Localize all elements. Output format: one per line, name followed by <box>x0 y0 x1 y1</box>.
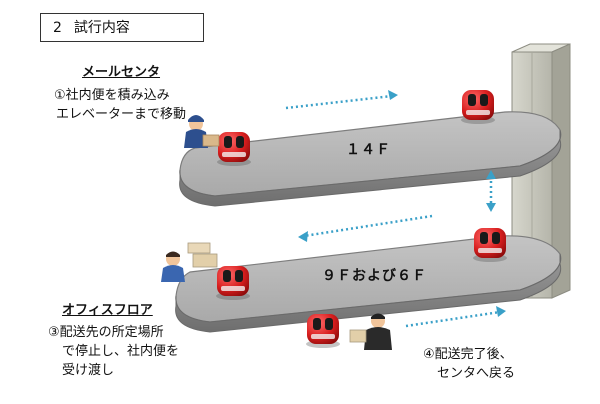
robot-mailcenter <box>217 132 251 166</box>
step3-line1: ③配送先の所定場所 <box>48 325 164 340</box>
robot-office-stop <box>216 266 250 300</box>
robot-at-elevator-14f <box>461 90 495 124</box>
robot-at-elevator-lower <box>473 228 507 262</box>
section-title-box: 2 試行内容 <box>40 13 204 42</box>
office-worker-icon <box>161 242 218 282</box>
section-number: 2 <box>53 20 62 36</box>
arrow-to-elevator <box>285 90 398 110</box>
upper-floor-track <box>179 111 562 207</box>
office-floor-heading: オフィスフロア <box>62 303 153 318</box>
step4-line2: センタへ戻る <box>437 366 516 381</box>
arrow-return-to-center <box>405 306 506 328</box>
mail-center-heading: メールセンタ <box>82 65 161 80</box>
floor-label-14f: １４Ｆ <box>346 142 391 158</box>
step4-line1: ④配送完了後、 <box>423 347 513 362</box>
step3-line3: 受け渡し <box>62 363 115 378</box>
office-recipient-icon <box>349 313 392 350</box>
floor-label-9f-6f: ９Ｆおよび６Ｆ <box>322 268 427 284</box>
section-title: 試行内容 <box>73 20 130 36</box>
lower-floor-track <box>175 235 562 333</box>
step3-line2: で停止し、社内便を <box>62 344 180 359</box>
arrow-from-elevator <box>298 214 433 242</box>
robot-returning <box>306 314 340 348</box>
step1-line2: エレベーターまで移動 <box>56 107 187 122</box>
step1-line1: ①社内便を積み込み <box>54 88 170 103</box>
mailcenter-worker-icon <box>184 115 220 148</box>
arrow-elevator-vertical <box>486 170 496 212</box>
